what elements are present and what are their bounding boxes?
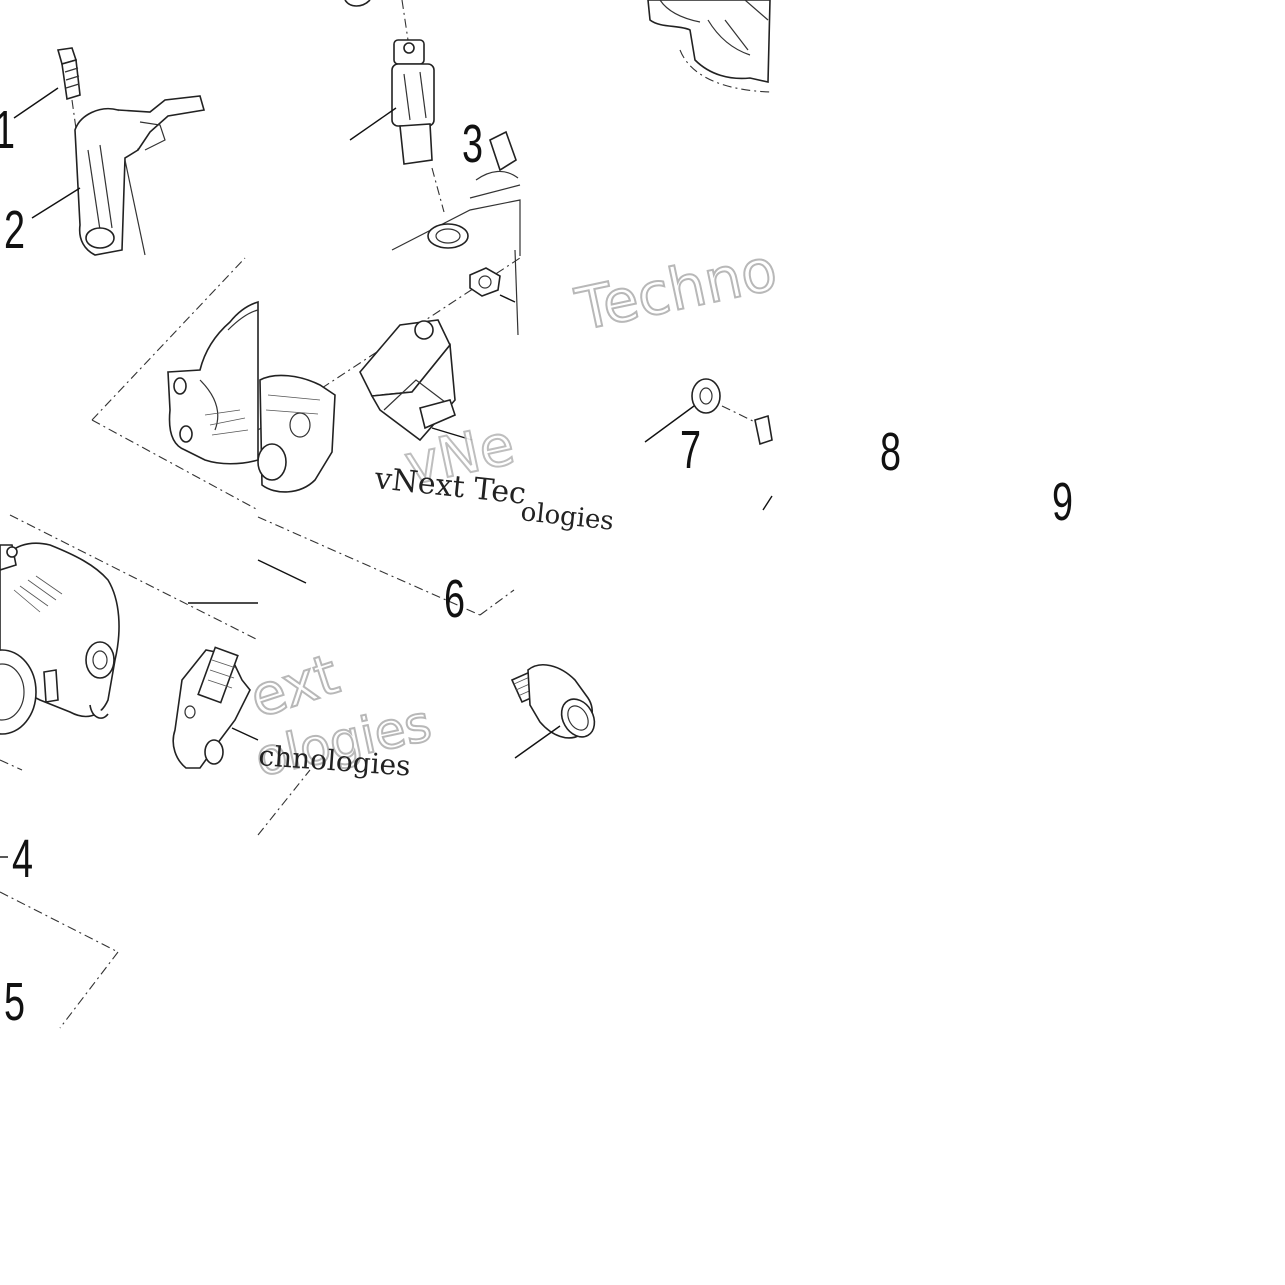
map-sensor-part-7 bbox=[359, 319, 456, 442]
callout-9: 9 bbox=[1052, 471, 1073, 531]
fuel-injector-part-3 bbox=[391, 39, 435, 165]
throttle-position-sensor bbox=[172, 646, 251, 769]
map-sensor-assembly bbox=[257, 249, 521, 493]
callout-6: 6 bbox=[444, 568, 465, 628]
injector-assembly bbox=[344, 0, 521, 256]
hex-bolt bbox=[469, 267, 501, 297]
watermark-ologies-serif: ologies bbox=[519, 497, 615, 537]
callout-numbers: 1 2 3 4 5 6 7 8 9 9 bbox=[0, 99, 1073, 1031]
callout-4: 4 bbox=[12, 828, 33, 888]
watermark-techno: Techno bbox=[570, 235, 783, 344]
watermark: Techno vNe vNext Tec ologies ext ologies… bbox=[241, 234, 783, 789]
throttle-body-upper bbox=[91, 257, 259, 511]
fuel-rail-bracket-part-2 bbox=[74, 95, 206, 256]
pressure-switch-assembly bbox=[510, 664, 596, 759]
callout-5: 5 bbox=[4, 971, 25, 1031]
lower-left-leaders bbox=[0, 856, 119, 1029]
callout-2: 2 bbox=[4, 199, 25, 259]
callout-1: 1 bbox=[0, 99, 15, 159]
callout-3: 3 bbox=[462, 113, 483, 173]
bottom-center-dashes bbox=[257, 516, 515, 836]
callout-7: 7 bbox=[680, 419, 701, 479]
pressure-switch-part bbox=[510, 664, 596, 739]
washer-assembly bbox=[644, 378, 773, 511]
intake-flange bbox=[647, 0, 771, 93]
washer-part-8 bbox=[691, 378, 721, 414]
throttle-body-assembly bbox=[0, 514, 259, 771]
bolt-part-1 bbox=[56, 47, 81, 101]
callout-8: 8 bbox=[880, 421, 901, 481]
fuel-rail-assembly bbox=[13, 47, 206, 256]
